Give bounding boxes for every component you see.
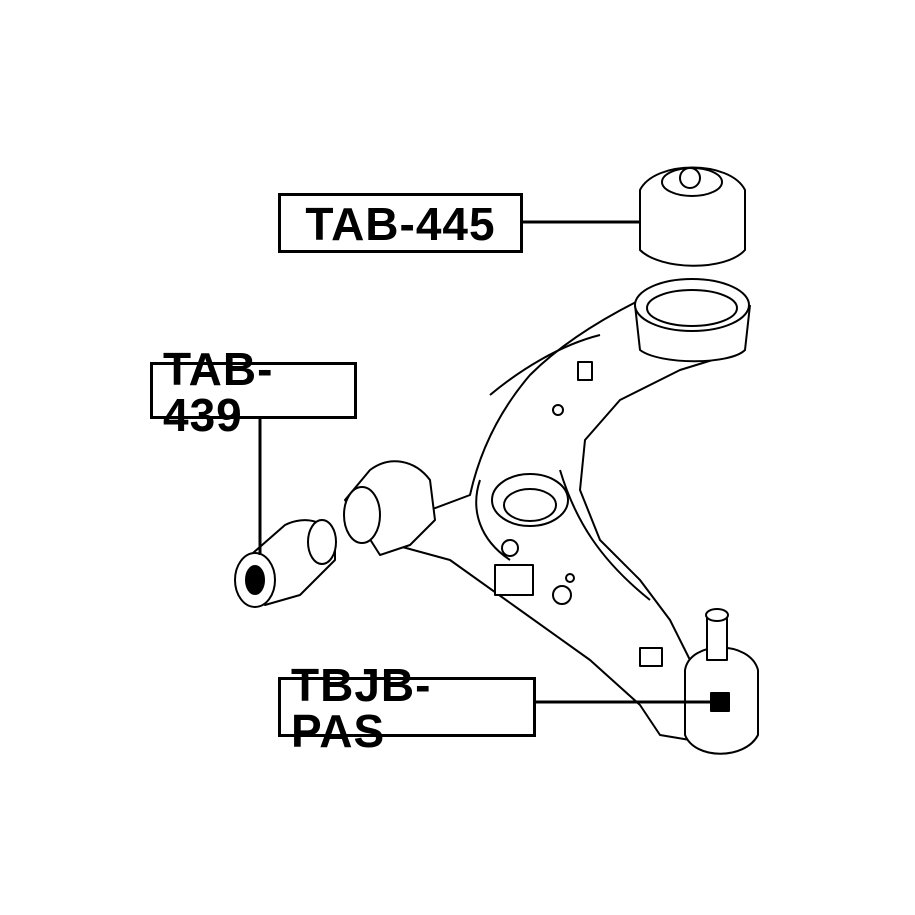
rear-bushing — [639, 166, 746, 267]
control-arm — [394, 299, 746, 741]
callout-tbjb-pas: TBJB-PAS — [278, 662, 536, 754]
callout-tab-445: TAB-445 — [278, 193, 523, 253]
callout-tab-439: TAB-439 — [150, 346, 357, 438]
ball-joint-marker — [710, 692, 730, 712]
